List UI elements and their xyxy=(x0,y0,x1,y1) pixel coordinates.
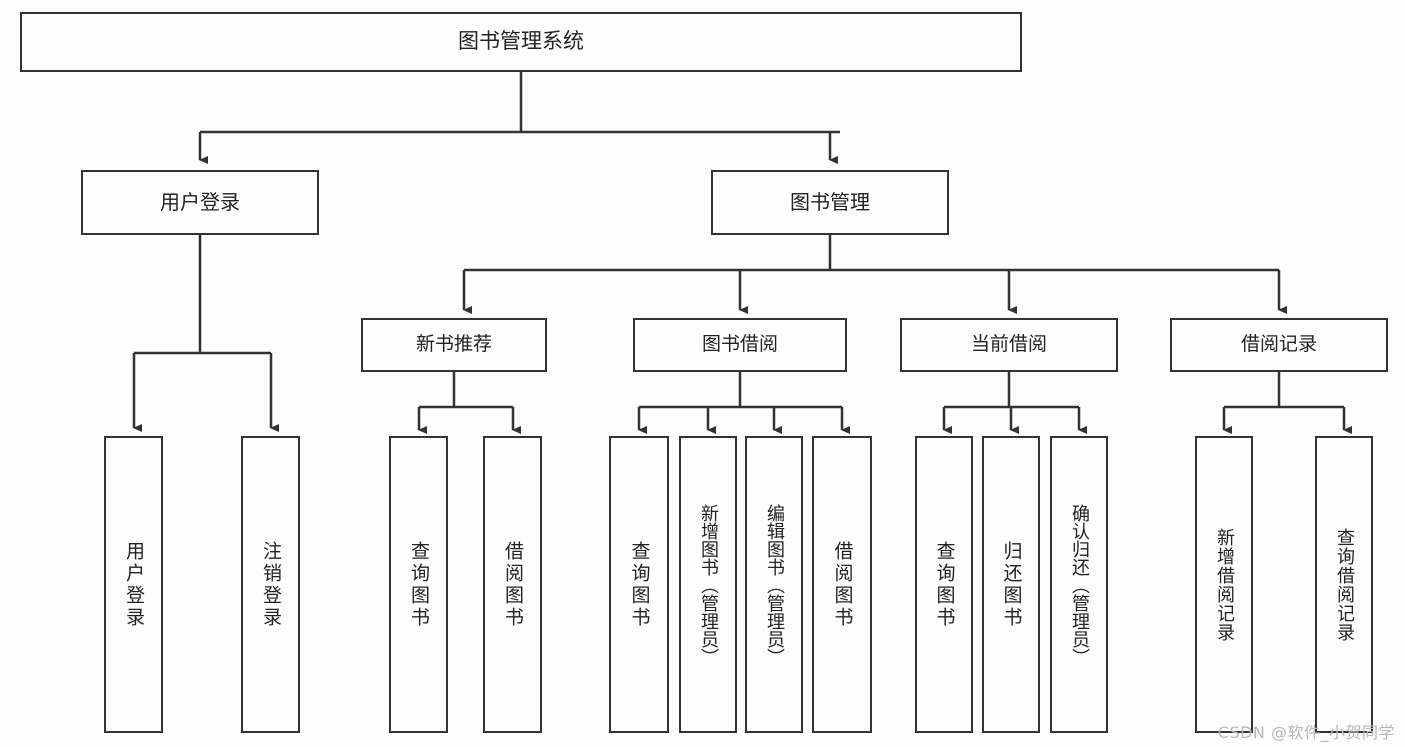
csdn-watermark: CSDN @软件_小贺同学 xyxy=(1217,723,1395,742)
node-current-borrow[interactable]: 当前借阅 xyxy=(900,318,1118,372)
leaf-borrow-record-query[interactable]: 查询借阅记录 xyxy=(1315,436,1373,733)
leaf-current-borrow-return[interactable]: 归还图书 xyxy=(982,436,1040,733)
node-borrow-record[interactable]: 借阅记录 xyxy=(1170,318,1388,372)
leaf-new-book-query[interactable]: 查询图书 xyxy=(389,436,448,733)
node-book-borrow[interactable]: 图书借阅 xyxy=(633,318,847,372)
leaf-book-borrow-query[interactable]: 查询图书 xyxy=(609,436,669,733)
leaf-user-login-login[interactable]: 用户登录 xyxy=(104,436,163,733)
leaf-book-borrow-borrow[interactable]: 借阅图书 xyxy=(812,436,872,733)
leaf-borrow-record-add[interactable]: 新增借阅记录 xyxy=(1195,436,1253,733)
leaf-new-book-borrow-label: 借阅图书 xyxy=(502,540,524,629)
leaf-current-borrow-return-label: 归还图书 xyxy=(1000,540,1023,629)
node-new-book-recommend-label: 新书推荐 xyxy=(415,333,492,356)
leaf-user-login-login-label: 用户登录 xyxy=(123,540,145,629)
node-root-label: 图书管理系统 xyxy=(458,29,584,54)
node-borrow-record-label: 借阅记录 xyxy=(1240,333,1317,356)
node-book-management[interactable]: 图书管理 xyxy=(711,170,949,235)
leaf-book-borrow-borrow-label: 借阅图书 xyxy=(831,540,854,629)
node-book-borrow-label: 图书借阅 xyxy=(701,333,778,356)
leaf-current-borrow-confirm[interactable]: 确认归还（管理员） xyxy=(1050,436,1108,733)
leaf-current-borrow-query-label: 查询图书 xyxy=(933,540,956,629)
leaf-book-borrow-add[interactable]: 新增图书（管理员） xyxy=(679,436,737,733)
node-user-login[interactable]: 用户登录 xyxy=(81,170,319,235)
node-user-login-label: 用户登录 xyxy=(160,190,240,215)
leaf-book-borrow-query-label: 查询图书 xyxy=(628,540,651,629)
leaf-book-borrow-edit-label: 编辑图书（管理员） xyxy=(764,503,785,666)
node-new-book-recommend[interactable]: 新书推荐 xyxy=(361,318,547,372)
leaf-borrow-record-add-label: 新增借阅记录 xyxy=(1214,527,1235,642)
leaf-book-borrow-edit[interactable]: 编辑图书（管理员） xyxy=(745,436,803,733)
leaf-user-login-logout[interactable]: 注销登录 xyxy=(241,436,300,733)
leaf-user-login-logout-label: 注销登录 xyxy=(260,540,282,629)
node-book-management-label: 图书管理 xyxy=(790,190,870,215)
leaf-borrow-record-query-label: 查询借阅记录 xyxy=(1334,527,1355,642)
leaf-new-book-query-label: 查询图书 xyxy=(408,540,430,629)
node-root[interactable]: 图书管理系统 xyxy=(20,12,1022,72)
leaf-current-borrow-query[interactable]: 查询图书 xyxy=(915,436,973,733)
leaf-current-borrow-confirm-label: 确认归还（管理员） xyxy=(1069,503,1090,666)
leaf-new-book-borrow[interactable]: 借阅图书 xyxy=(483,436,542,733)
leaf-book-borrow-add-label: 新增图书（管理员） xyxy=(698,503,719,666)
node-current-borrow-label: 当前借阅 xyxy=(970,333,1047,356)
